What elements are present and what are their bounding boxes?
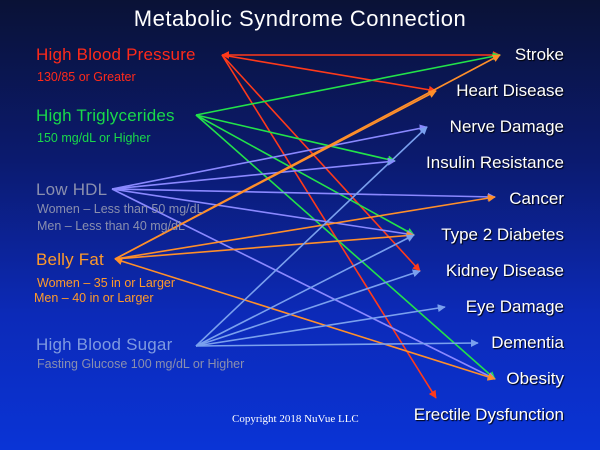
arrow-factor-3-to-outcome-9 [114,257,496,381]
arrow-factor-3-to-outcome-5 [114,231,415,260]
factor-low-hdl-detail-women: Women – Less than 50 mg/dL [37,202,204,216]
factor-high-blood-sugar-detail: Fasting Glucose 100 mg/dL or Higher [37,357,245,371]
factor-belly-fat-detail-women: Women – 35 in or Larger [37,276,176,290]
arrow-factor-4-to-outcome-8 [195,339,479,348]
outcome-dementia: Dementia [491,333,564,352]
outcome-heart-disease: Heart Disease [456,81,564,100]
arrow-factor-3-to-outcome-4 [114,194,496,260]
arrow-factor-2-to-outcome-4 [111,188,496,201]
factor-belly-fat: Belly Fat [36,250,104,269]
factor-high-triglycerides: High Triglycerides [36,106,175,125]
arrow-factor-1-to-outcome-3 [195,114,396,164]
factor-high-blood-sugar: High Blood Sugar [36,335,173,354]
outcome-obesity: Obesity [506,369,564,388]
factor-high-triglycerides-detail: 150 mg/dL or Higher [37,131,151,145]
arrow-factor-3-to-outcome-1 [114,90,437,260]
arrow-factor-2-to-outcome-2 [111,124,428,190]
outcome-stroke: Stroke [514,45,564,64]
outcome-nerve-damage: Nerve Damage [449,117,564,136]
arrow-factor-1-to-outcome-5 [195,114,415,236]
outcome-cancer: Cancer [509,189,564,208]
factor-high-blood-pressure-detail: 130/85 or Greater [37,70,136,84]
outcome-type-2-diabetes: Type 2 Diabetes [441,225,564,244]
arrow-factor-1-to-outcome-0 [195,52,501,116]
outcome-kidney-disease: Kidney Disease [445,261,564,280]
arrow-factor-2-to-outcome-5 [111,188,415,238]
arrow-factor-4-to-outcome-2 [195,126,428,347]
factor-low-hdl-detail-men: Men – Less than 40 mg/dL [37,219,186,233]
arrow-factor-4-to-outcome-6 [195,269,421,347]
arrow-factor-0-to-outcome-1 [221,54,437,94]
arrow-factor-2-to-outcome-3 [111,157,396,190]
arrow-factor-4-to-outcome-7 [195,304,446,347]
factor-belly-fat-detail-men: Men – 40 in or Larger [34,291,154,305]
factor-high-blood-pressure: High Blood Pressure [36,45,196,64]
outcome-erectile-dysfunction: Erectile Dysfunction [413,405,564,424]
outcome-insulin-resistance: Insulin Resistance [426,153,564,172]
outcome-eye-damage: Eye Damage [465,297,564,316]
slide-title: Metabolic Syndrome Connection [133,6,467,31]
arrow-factor-0-to-outcome-6 [221,54,421,272]
factor-low-hdl: Low HDL [36,180,108,199]
arrow-factor-4-to-outcome-5 [195,234,415,347]
copyright-notice: Copyright 2018 NuVue LLC [232,413,359,425]
